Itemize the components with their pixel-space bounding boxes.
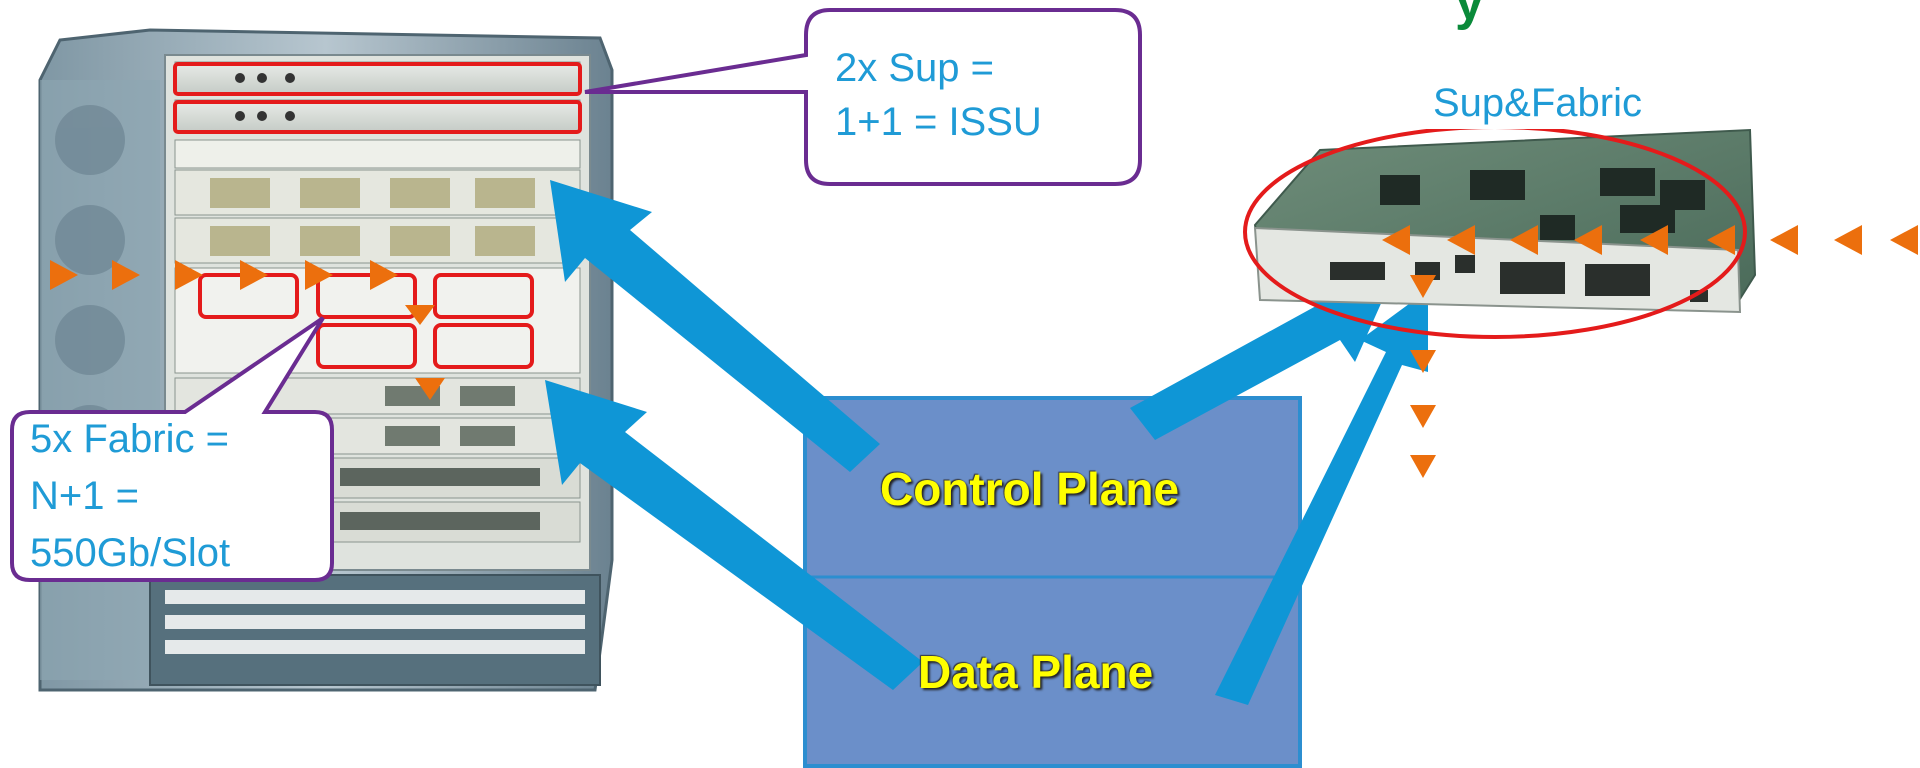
blue-arrows: [545, 180, 1428, 705]
fabric-callout-line3: 550Gb/Slot: [30, 531, 231, 575]
sup-callout-line1: 2x Sup =: [835, 46, 995, 90]
control-plane-label: Control Plane: [880, 463, 1180, 515]
plane-box: [803, 396, 1302, 768]
module-flow-arrows: [1382, 225, 1918, 478]
slide-title-fragment: y: [1455, 0, 1484, 31]
module-label: Sup&Fabric: [1427, 77, 1648, 129]
data-plane-label: Data Plane: [918, 646, 1154, 698]
chassis-flow-arrows: [50, 260, 445, 400]
sup-callout-line2: 1+1 = ISSU: [835, 100, 1042, 144]
fabric-callout-line1: 5x Fabric =: [30, 417, 229, 461]
sup-callout-shape: [584, 8, 1142, 186]
fabric-callout-shape: [10, 316, 334, 582]
sup-slot-highlights: [173, 62, 582, 134]
sup-module-board: [1253, 128, 1757, 314]
fabric-callout-line2: N+1 =: [30, 474, 139, 518]
switch-chassis: [38, 28, 614, 692]
